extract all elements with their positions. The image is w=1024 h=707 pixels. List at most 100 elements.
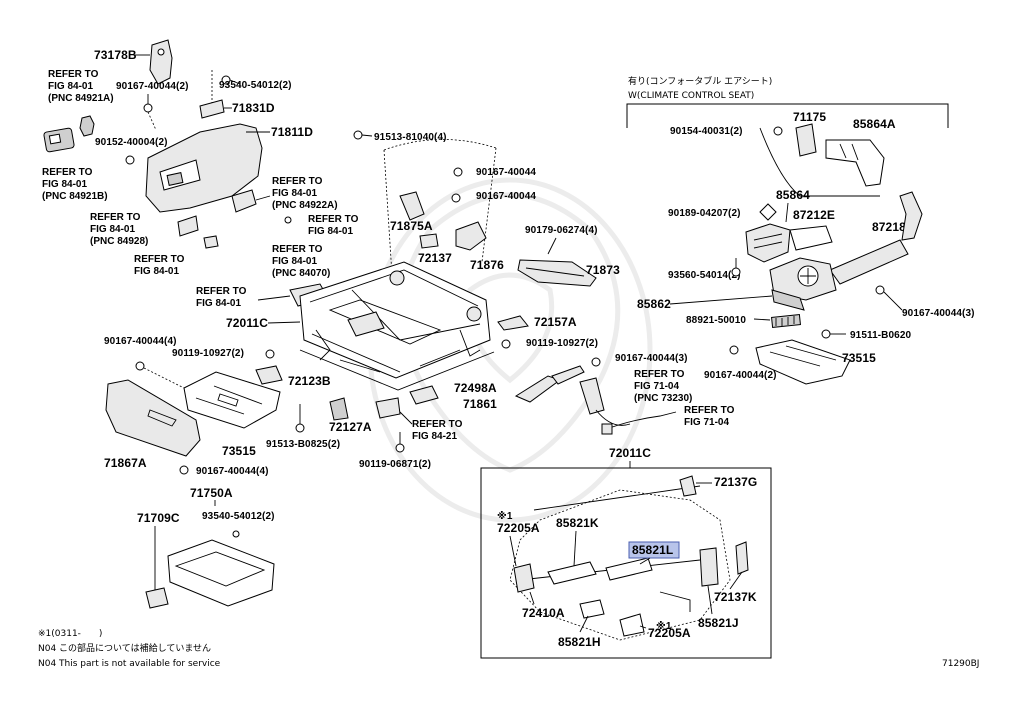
refer-note-84921A: REFER TO FIG 84-01 (PNC 84921A) [48, 69, 114, 104]
refer-note-84928: REFER TO FIG 84-01 (PNC 84928) [90, 212, 148, 247]
screw-icon [232, 530, 240, 538]
label-star1-b: ※1 [656, 620, 672, 632]
svg-text:FIG 84-21: FIG 84-21 [412, 431, 457, 442]
label-85864A: 85864A [853, 117, 896, 131]
svg-text:FIG 71-04: FIG 71-04 [634, 381, 679, 392]
svg-text:FIG 84-01: FIG 84-01 [308, 226, 353, 237]
refer-note-84-01-b: REFER TO FIG 84-01 [134, 254, 185, 277]
svg-text:FIG 84-01: FIG 84-01 [134, 266, 179, 277]
bolt-icon [143, 94, 153, 113]
svg-text:(PNC 84921B): (PNC 84921B) [42, 191, 108, 202]
label-72410A: 72410A [522, 606, 565, 620]
label-90189-04207-2: 90189-04207(2) [668, 208, 741, 219]
refer-note-84-01-c: REFER TO FIG 84-01 [196, 286, 247, 309]
svg-text:REFER TO: REFER TO [634, 369, 685, 380]
part-72127A-cover [329, 397, 349, 421]
part-85862-blower [769, 257, 837, 311]
part-71875A-bracket [399, 191, 425, 221]
part-73515-cushion-pan-right [755, 339, 851, 385]
note-n04-en: N04 This part is not available for servi… [38, 659, 221, 669]
connector-part [375, 397, 413, 425]
label-90119-10927-2-right: 90119-10927(2) [526, 338, 598, 349]
svg-text:REFER TO: REFER TO [684, 405, 735, 416]
screw-icon [125, 155, 135, 165]
label-71873: 71873 [586, 263, 620, 277]
label-71876: 71876 [470, 258, 504, 272]
label-90152-40004-2: 90152-40004(2) [95, 137, 168, 148]
svg-text:REFER TO: REFER TO [272, 176, 323, 187]
refer-note-84921B: REFER TO FIG 84-01 (PNC 84921B) [42, 167, 108, 202]
bolt-icon [453, 167, 463, 177]
note-star1: ※1(0311- ) [38, 629, 102, 639]
svg-text:(PNC 84921A): (PNC 84921A) [48, 93, 114, 104]
label-72137K: 72137K [714, 590, 757, 604]
switch-panel-part [43, 127, 75, 153]
connector-part [231, 189, 271, 213]
label-73515-left: 73515 [222, 444, 256, 458]
label-90167-40044-2-right: 90167-40044(2) [704, 370, 777, 381]
wire-harness-part [601, 411, 677, 435]
part-71811D-side-shield [145, 123, 270, 213]
label-87212E: 87212E [793, 208, 835, 222]
label-90167-40044-b: 90167-40044 [476, 191, 536, 202]
part-71867A-front-cover [105, 379, 201, 457]
seat-back-frame-outline [383, 139, 497, 276]
label-91513-81040-4: 91513-81040(4) [374, 132, 447, 143]
label-71709C: 71709C [137, 511, 180, 525]
switch-knob-part [79, 115, 95, 137]
svg-text:REFER TO: REFER TO [90, 212, 141, 223]
highlight-85821L[interactable] [628, 541, 680, 559]
part-71831D-clip [199, 99, 232, 119]
svg-text:REFER TO: REFER TO [42, 167, 93, 178]
part-88921-filter [771, 314, 801, 328]
svg-text:FIG 71-04: FIG 71-04 [684, 417, 729, 428]
label-91511-B0620: 91511-B0620 [850, 330, 911, 341]
bolt-icon [875, 285, 885, 295]
bolt-icon [773, 126, 783, 136]
label-91513-B0825-2: 91513-B0825(2) [266, 439, 340, 450]
label-90167-40044-3-mid: 90167-40044(3) [615, 353, 688, 364]
label-85821L[interactable]: 85821L [632, 543, 673, 557]
label-90167-40044-4-left: 90167-40044(4) [104, 336, 177, 347]
bolt-icon [395, 432, 405, 453]
label-90167-40044-a: 90167-40044 [476, 167, 536, 178]
seat-track-assembly [509, 475, 749, 641]
part-71861-lever [514, 365, 585, 403]
label-72157A: 72157A [534, 315, 577, 329]
label-72205A-left: 72205A [497, 521, 540, 535]
label-85821K: 85821K [556, 516, 599, 530]
refer-note-84922A: REFER TO FIG 84-01 (PNC 84922A) [272, 176, 338, 211]
screw-icon [221, 75, 241, 85]
seat-back-outline [759, 127, 880, 197]
svg-text:FIG 84-01: FIG 84-01 [48, 81, 93, 92]
label-71875A: 71875A [390, 219, 433, 233]
svg-text:FIG 84-01: FIG 84-01 [90, 224, 135, 235]
label-star1-a: ※1 [497, 510, 513, 522]
bolt-icon [135, 361, 145, 371]
label-73178B: 73178B [94, 48, 137, 62]
refer-note-71-04: REFER TO FIG 71-04 [684, 405, 735, 428]
svg-text:REFER TO: REFER TO [308, 214, 359, 225]
label-72123B: 72123B [288, 374, 331, 388]
label-71831D: 71831D [232, 101, 275, 115]
label-85821J: 85821J [698, 616, 739, 630]
detail-box-72011C [480, 467, 772, 659]
svg-text:FIG 84-01: FIG 84-01 [196, 298, 241, 309]
part-85864A-duct [795, 123, 885, 187]
label-71811D: 71811D [271, 125, 313, 139]
label-72137: 72137 [418, 251, 452, 265]
svg-text:REFER TO: REFER TO [134, 254, 185, 265]
label-72011C-box: 72011C [609, 446, 651, 460]
label-72137G: 72137G [714, 475, 757, 489]
label-73515-right: 73515 [842, 351, 876, 365]
lever-part [177, 215, 199, 237]
screw-icon [284, 216, 292, 224]
clip-icon [759, 203, 777, 221]
label-93540-54012-2-top: 93540-54012(2) [219, 80, 292, 91]
part-73178B-bracket [134, 39, 173, 85]
part-72157A-clip [497, 315, 529, 331]
part-72123B-cover [255, 365, 283, 385]
knob-part [203, 235, 219, 249]
bolt-icon [265, 349, 275, 359]
